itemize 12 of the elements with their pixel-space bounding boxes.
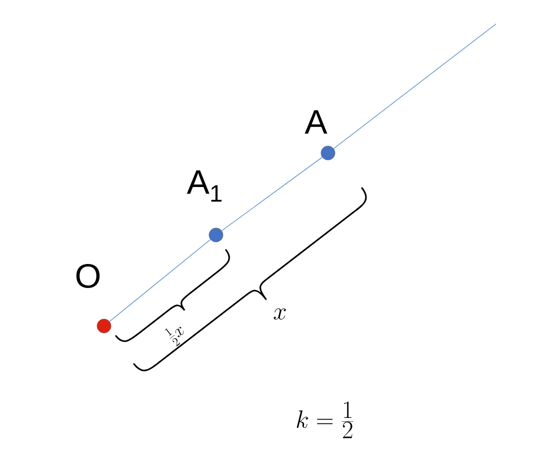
formula-label: $k = \frac{1}{2}$ (296, 401, 354, 438)
formula-label: $\frac{1}{2}x$ (164, 326, 184, 346)
point (320, 146, 336, 160)
point-label: A$_{1}$ (186, 170, 222, 202)
formula-label: $x$ (274, 308, 286, 320)
ray-line (221, 156, 323, 232)
point-label: A (304, 110, 328, 134)
point-label: O (76, 264, 100, 288)
point (96, 318, 112, 334)
ray-line (109, 239, 211, 322)
ray-line (333, 24, 496, 149)
point (208, 228, 224, 242)
